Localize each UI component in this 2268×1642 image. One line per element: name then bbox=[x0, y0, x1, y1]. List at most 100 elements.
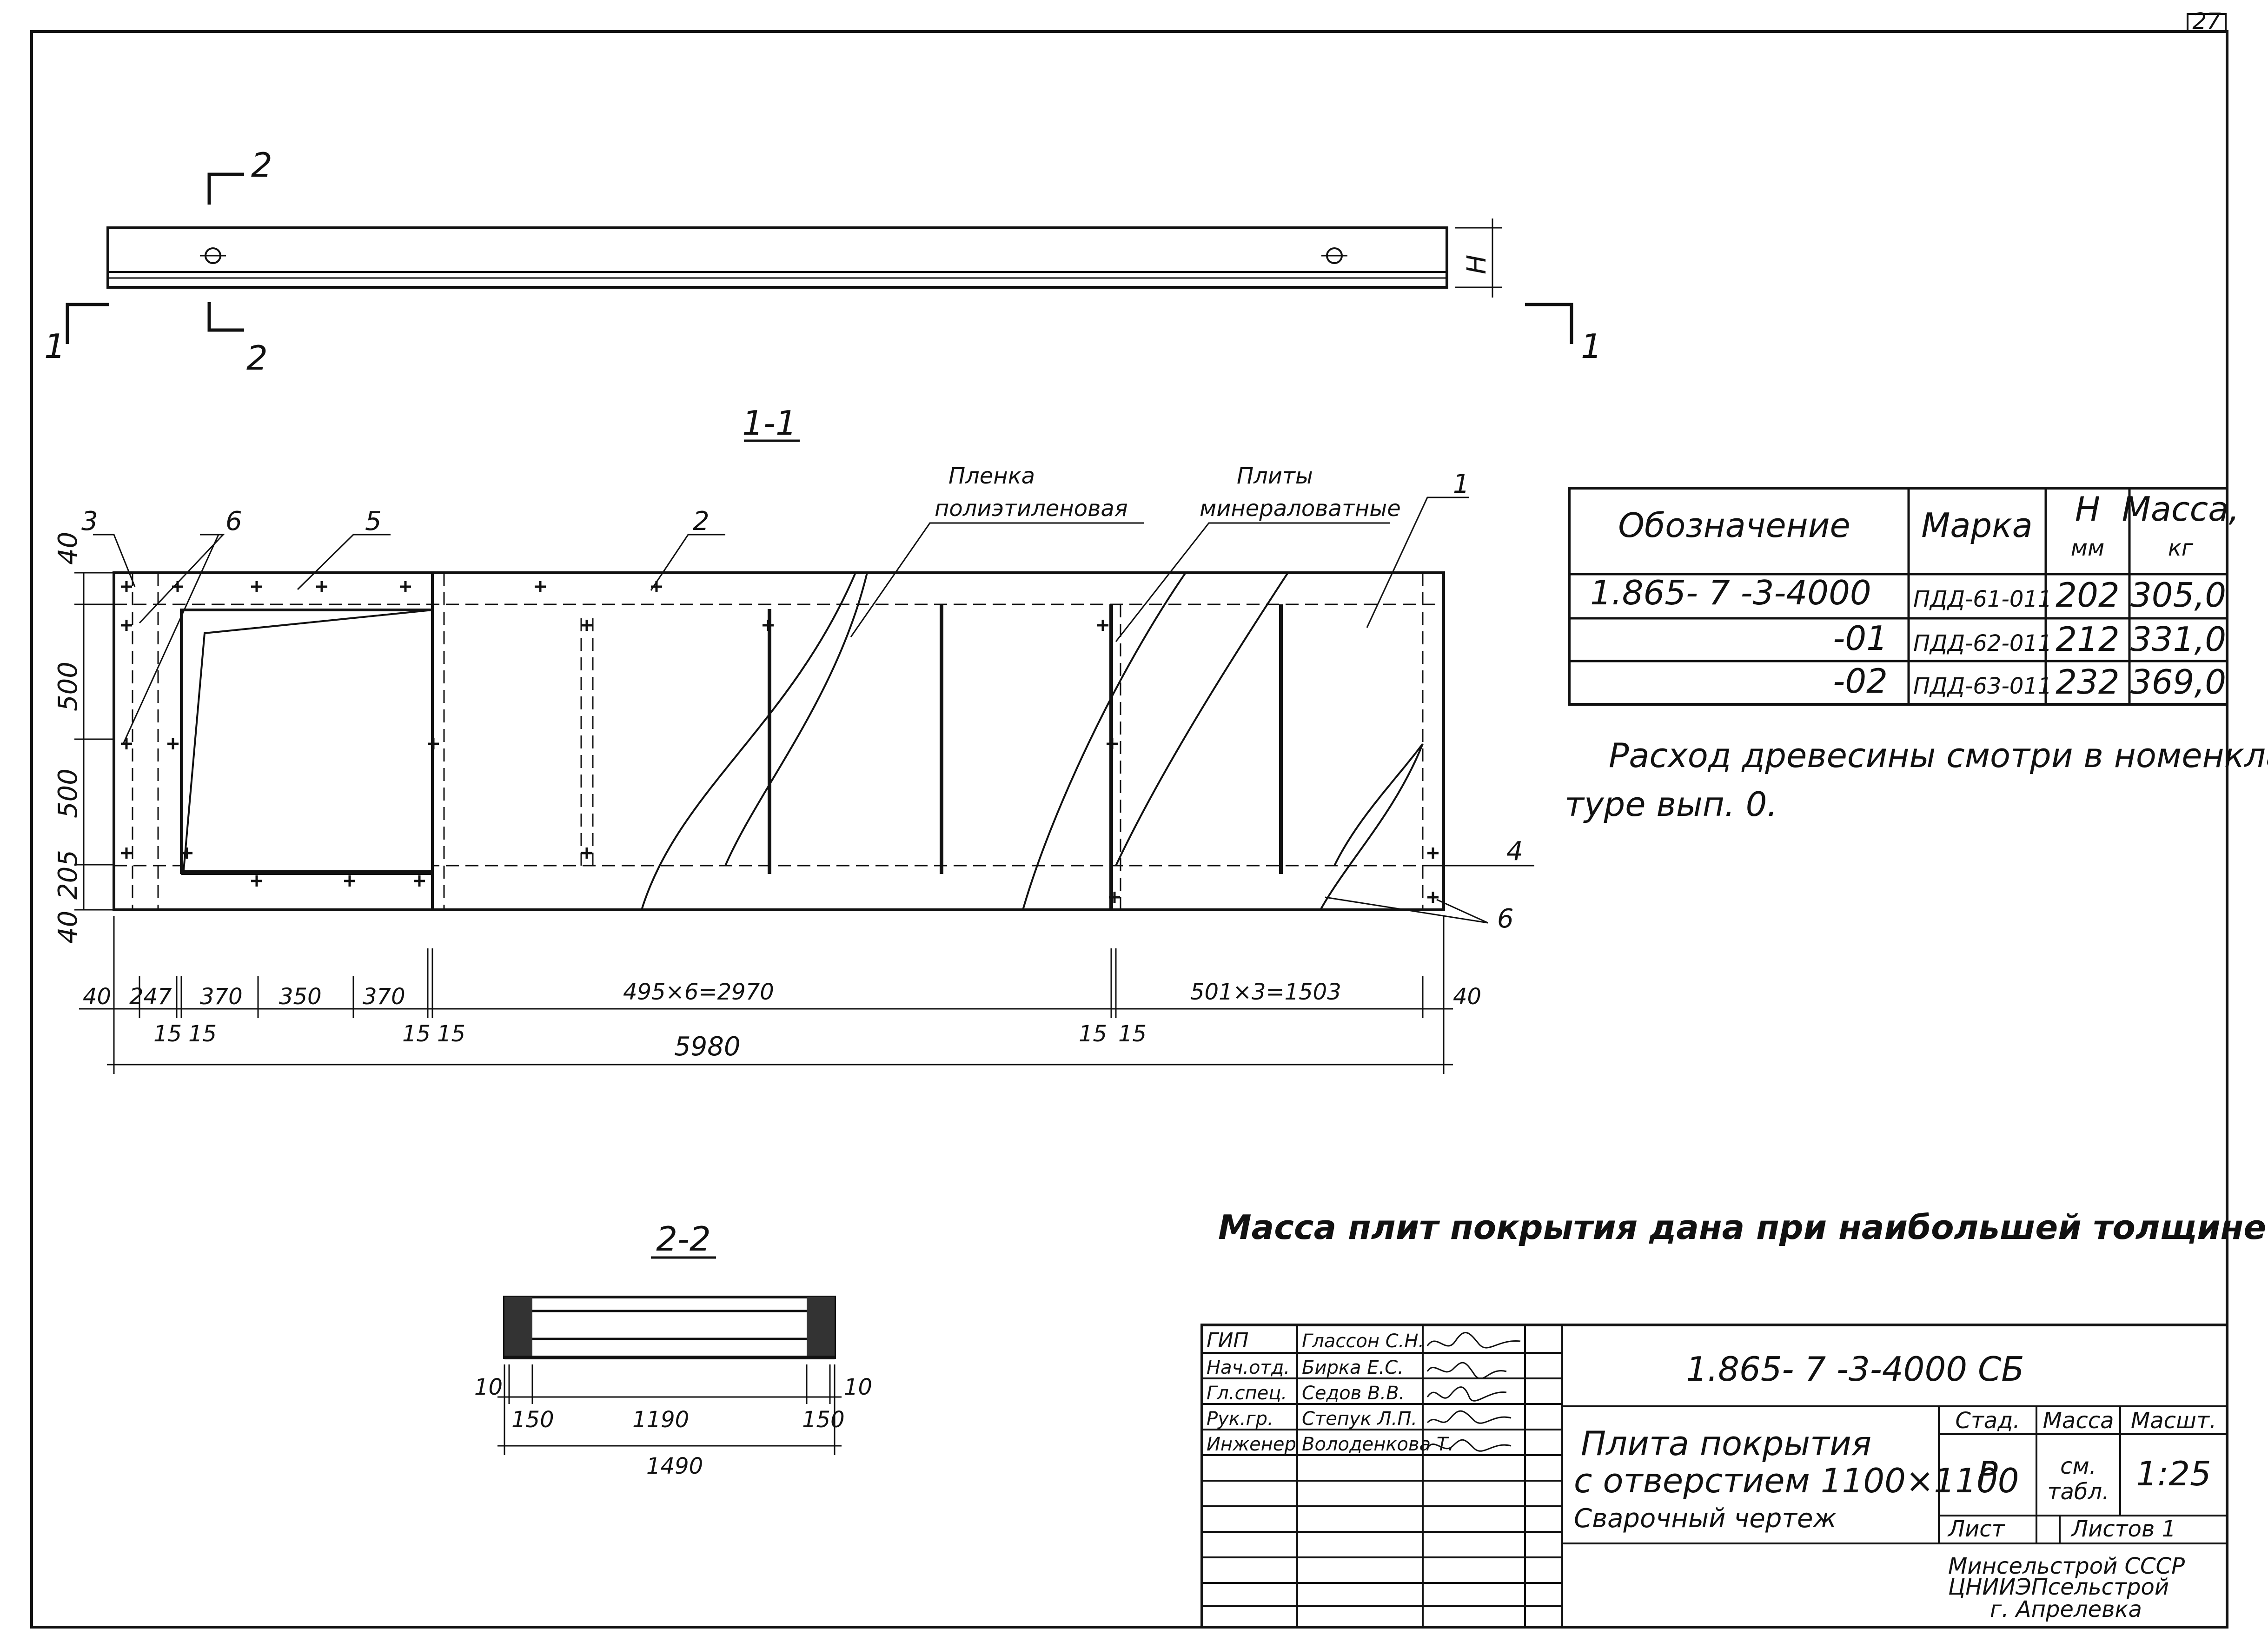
dim-10-right: 10 bbox=[844, 1374, 872, 1400]
plan-slab-outline bbox=[106, 226, 1448, 289]
vdim-500-lower: 500 bbox=[53, 768, 83, 818]
v-stage: Р bbox=[1977, 1454, 1998, 1493]
doc-code: 1.865- 7 -3-4000 СБ bbox=[1686, 1350, 2024, 1389]
row1-mass: 305,0 bbox=[2130, 576, 2226, 615]
hdim-15-b: 15 bbox=[188, 1021, 217, 1047]
hdim-370-second: 370 bbox=[363, 984, 405, 1010]
plan-height-dim: H bbox=[1462, 255, 1492, 274]
row2-mass: 331,0 bbox=[2130, 620, 2226, 659]
signature-2 bbox=[1426, 1362, 1507, 1379]
staff-role-3: Гл.спец. bbox=[1207, 1383, 1287, 1404]
sheet-number: 27 bbox=[2192, 8, 2221, 34]
callout-4: 4 bbox=[1506, 836, 1523, 867]
section-1-1: 1-1 bbox=[53, 404, 1534, 1074]
hdim-15-c: 15 bbox=[402, 1021, 431, 1047]
section-1-1-title: 1-1 bbox=[742, 404, 797, 443]
wool-label-line1: Плиты bbox=[1237, 463, 1313, 489]
v-mass-line1: см. bbox=[2060, 1453, 2096, 1479]
h-stage: Стад. bbox=[1955, 1408, 2020, 1434]
row3-h: 232 bbox=[2056, 662, 2119, 702]
section-mark-1-right: 1 bbox=[1581, 327, 1602, 366]
sheet-number-box bbox=[2187, 13, 2227, 33]
hdim-15-a: 15 bbox=[153, 1021, 182, 1047]
dim-1190: 1190 bbox=[632, 1407, 689, 1433]
note-mass: Масса плит покрытия дана при наибольшей … bbox=[1218, 1208, 2268, 1247]
row3-mass: 369,0 bbox=[2130, 662, 2226, 702]
signature-5 bbox=[1426, 1439, 1512, 1452]
hdim-40-right: 40 bbox=[1453, 984, 1481, 1010]
staff-role-5: Инженер bbox=[1207, 1434, 1296, 1455]
v-scale: 1:25 bbox=[2136, 1454, 2211, 1493]
hdim-247: 247 bbox=[129, 984, 172, 1010]
hdim-total-5980: 5980 bbox=[674, 1032, 741, 1062]
left-rib bbox=[504, 1297, 532, 1357]
row2-h: 212 bbox=[2056, 620, 2119, 659]
dim-10-left: 10 bbox=[474, 1374, 503, 1400]
sheet-label: Лист bbox=[1947, 1516, 2006, 1542]
hdim-15-e: 15 bbox=[1079, 1021, 1107, 1047]
opening-1100 bbox=[180, 609, 434, 874]
staff-name-2: Бирка Е.С. bbox=[1302, 1357, 1404, 1378]
section-mark-2-bottom: 2 bbox=[246, 338, 268, 377]
th-mass-unit: кг bbox=[2168, 535, 2194, 561]
hdim-40-left: 40 bbox=[83, 984, 111, 1010]
film-label-line1: Пленка bbox=[948, 463, 1035, 489]
org-line1: Минсельстрой СССР bbox=[1948, 1553, 2185, 1579]
cross-section-outline bbox=[503, 1296, 836, 1359]
right-rib bbox=[807, 1297, 835, 1357]
row3-designation: -02 bbox=[1833, 662, 1888, 701]
dim-150-right: 150 bbox=[802, 1407, 845, 1433]
vdim-40-bottom: 40 bbox=[53, 911, 83, 944]
staff-role-1: ГИП bbox=[1207, 1329, 1249, 1352]
title-line2: с отверстием 1100×1100 bbox=[1574, 1461, 2019, 1500]
org-line2: ЦНИИЭПсельстрой bbox=[1948, 1574, 2169, 1600]
callout-5: 5 bbox=[365, 506, 382, 536]
th-designation: Обозначение bbox=[1618, 506, 1850, 545]
dim-150-left: 150 bbox=[511, 1407, 554, 1433]
row1-h: 202 bbox=[2056, 576, 2119, 615]
th-h-unit: мм bbox=[2071, 535, 2104, 561]
staff-name-3: Седов В.В. bbox=[1302, 1383, 1405, 1404]
row2-designation: -01 bbox=[1833, 619, 1888, 658]
staff-role-2: Нач.отд. bbox=[1207, 1357, 1290, 1378]
row1-designation: 1.865- 7 -3-4000 bbox=[1590, 573, 1871, 612]
h-scale: Масшт. bbox=[2131, 1408, 2216, 1434]
signature-4 bbox=[1426, 1410, 1512, 1424]
vdim-40-top: 40 bbox=[53, 532, 83, 565]
section-mark-1-left: 1 bbox=[44, 327, 66, 366]
staff-name-4: Степук Л.П. bbox=[1302, 1408, 1417, 1430]
staff-role-4: Рук.гр. bbox=[1207, 1408, 1273, 1430]
v-mass-line2: табл. bbox=[2048, 1479, 2109, 1505]
h-mass: Масса bbox=[2043, 1408, 2114, 1434]
hdim-370-first: 370 bbox=[200, 984, 243, 1010]
section-2-2: 2-2 10 150 1190 150 10 1490 bbox=[474, 1219, 872, 1479]
signature-3 bbox=[1426, 1386, 1507, 1402]
callout-1: 1 bbox=[1453, 469, 1470, 499]
film-label-line2: полиэтиленовая bbox=[935, 496, 1128, 522]
callout-3: 3 bbox=[81, 506, 98, 536]
th-mass: Масса, bbox=[2122, 490, 2239, 529]
signature-1 bbox=[1426, 1332, 1521, 1349]
hdim-495x6: 495×6=2970 bbox=[623, 979, 774, 1005]
hdim-15-f: 15 bbox=[1118, 1021, 1147, 1047]
hdim-350: 350 bbox=[279, 984, 322, 1010]
sheets-label: Листов 1 bbox=[2070, 1516, 2176, 1542]
section-2-2-title: 2-2 bbox=[656, 1219, 711, 1258]
signatures bbox=[1426, 1332, 1521, 1452]
staff-name-5: Володенкова Т. bbox=[1302, 1434, 1454, 1455]
th-h: H bbox=[2075, 490, 2100, 529]
callout-6-bottom: 6 bbox=[1497, 904, 1514, 934]
vdim-500-upper: 500 bbox=[53, 662, 83, 711]
plan-view: 2 2 1 1 H bbox=[44, 146, 1602, 377]
section-mark-2-top: 2 bbox=[251, 146, 272, 185]
vdim-205: 205 bbox=[53, 850, 83, 900]
row3-mark: ПДД-63-011 bbox=[1913, 673, 2052, 699]
org-line3: г. Апрелевка bbox=[1990, 1596, 2142, 1622]
title-line1: Плита покрытия bbox=[1581, 1424, 1871, 1463]
note-wood-line2: туре вып. 0. bbox=[1565, 785, 1777, 824]
wool-label-line2: минераловатные bbox=[1200, 496, 1401, 522]
callout-2: 2 bbox=[693, 506, 710, 536]
hdim-501x3: 501×3=1503 bbox=[1190, 979, 1341, 1005]
staff-name-1: Глассон С.Н. bbox=[1302, 1331, 1424, 1352]
